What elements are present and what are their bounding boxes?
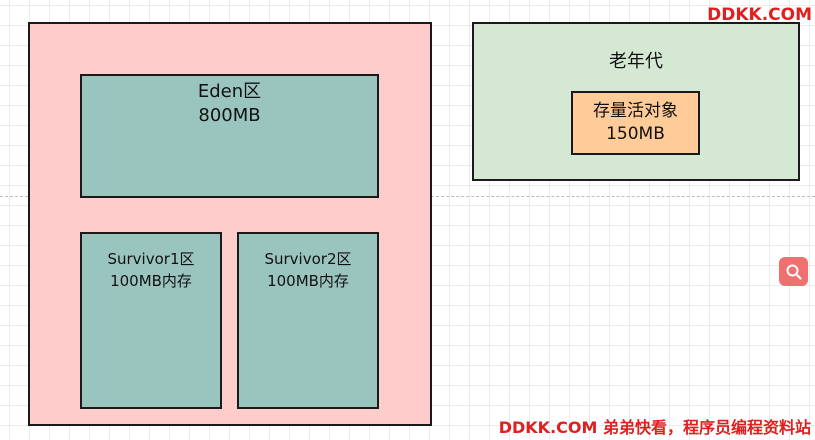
survivor1-box[interactable]: Survivor1区 100MB内存: [80, 232, 222, 409]
survivor2-size: 100MB内存: [267, 272, 349, 290]
search-button[interactable]: [779, 257, 808, 286]
watermark-bottom: DDKK.COM 弟弟快看，程序员编程资料站: [498, 418, 811, 437]
eden-size: 800MB: [198, 105, 261, 126]
survivor2-label: Survivor2区: [264, 250, 352, 268]
survivor1-size: 100MB内存: [110, 272, 192, 290]
live-objects-size: 150MB: [606, 124, 665, 144]
old-generation-title: 老年代: [609, 51, 663, 72]
watermark-top: DDKK.COM: [707, 5, 812, 25]
eden-box[interactable]: Eden区 800MB: [80, 74, 379, 198]
survivor1-label: Survivor1区: [107, 250, 195, 268]
eden-label: Eden区: [197, 81, 262, 102]
search-icon: [786, 264, 802, 280]
survivor2-box[interactable]: Survivor2区 100MB内存: [237, 232, 379, 409]
live-objects-label: 存量活对象: [593, 101, 678, 121]
live-objects-box[interactable]: 存量活对象 150MB: [571, 91, 700, 155]
